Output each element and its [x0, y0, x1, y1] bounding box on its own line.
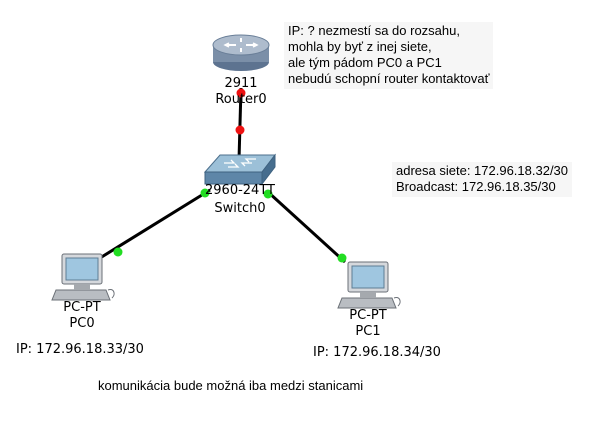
- pc1-model-label: PC-PT: [349, 308, 387, 323]
- router-note-line: mohla by byť z inej siete,: [288, 39, 432, 54]
- switch-name-label: Switch0: [214, 201, 266, 216]
- router-icon[interactable]: [212, 34, 270, 71]
- port-pc0-up: [113, 247, 123, 257]
- pc1-icon[interactable]: [337, 261, 401, 309]
- pc0-icon[interactable]: [51, 253, 115, 301]
- port-pc1-up: [337, 253, 347, 263]
- pc1-name-label: PC1: [355, 324, 381, 339]
- network-note: adresa siete: 172.96.18.32/30 Broadcast:…: [392, 162, 573, 197]
- switch-icon[interactable]: [203, 153, 277, 186]
- footer-note: komunikácia bude možná iba medzi stanica…: [98, 378, 364, 393]
- pc1-ip-label: IP: 172.96.18.34/30: [313, 345, 441, 360]
- link-switch-pc0: [99, 188, 211, 260]
- pc0-name-label: PC0: [69, 316, 95, 331]
- switch-model-label: 2960-24TT: [205, 183, 275, 198]
- router-note-line: IP: ? nezmestí sa do rozsahu,: [288, 23, 460, 38]
- router-name-label: Router0: [215, 92, 267, 107]
- pc0-ip-label: IP: 172.96.18.33/30: [16, 342, 144, 357]
- router-note-line: nebudú schopní router kontaktovať: [288, 71, 490, 86]
- network-address-line: adresa siete: 172.96.18.32/30: [396, 163, 569, 178]
- port-router-down-1: [236, 88, 246, 98]
- router-note-line: ale tým pádom PC0 a PC1: [288, 55, 442, 70]
- router-ip-note: IP: ? nezmestí sa do rozsahu, mohla by b…: [284, 22, 494, 89]
- link-router-switch: [237, 87, 243, 161]
- port-switch-pc1-up: [263, 189, 273, 199]
- broadcast-line: Broadcast: 172.96.18.35/30: [396, 179, 556, 194]
- link-switch-pc1: [266, 190, 347, 264]
- router-model-label: 2911: [224, 76, 258, 91]
- pc0-model-label: PC-PT: [63, 300, 101, 315]
- port-switch-pc0-up: [200, 188, 210, 198]
- port-router-down-2: [235, 125, 245, 135]
